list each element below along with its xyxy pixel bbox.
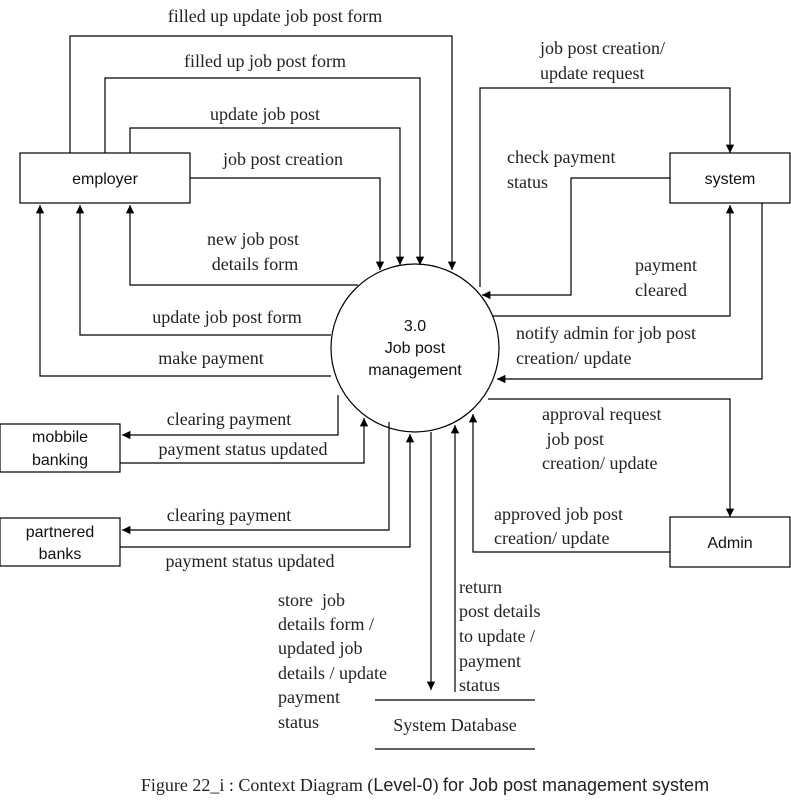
label-creation-update-request-2: update request xyxy=(540,63,644,83)
process-name-2: management xyxy=(368,362,462,379)
label-pb-status: payment status updated xyxy=(166,551,335,571)
label-job-post-creation: job post creation xyxy=(222,149,343,169)
label-approval-request-3: creation/ update xyxy=(542,453,657,473)
flow-pb-clearing xyxy=(122,422,390,535)
process-number: 3.0 xyxy=(404,318,426,335)
admin-label: Admin xyxy=(707,535,752,552)
employer-entity: employer xyxy=(19,152,191,204)
label-update-job-post: update job post xyxy=(210,104,320,124)
system-entity: system xyxy=(669,152,791,204)
process-name-1: Job post xyxy=(385,340,446,357)
flow-filled-update-form xyxy=(69,35,457,270)
label-return-4: payment xyxy=(459,651,521,671)
label-store-6: status xyxy=(278,712,319,732)
partnered-banks-label-2: banks xyxy=(39,546,82,563)
label-mb-status: payment status updated xyxy=(159,439,328,459)
label-return-5: status xyxy=(459,675,500,695)
label-return-1: return xyxy=(459,577,502,597)
admin-entity: Admin xyxy=(669,516,791,568)
label-payment-cleared-2: cleared xyxy=(635,280,687,300)
label-store-5: payment xyxy=(278,687,340,707)
label-approval-request-2: job post xyxy=(542,429,604,449)
label-store-4: details / update xyxy=(278,663,387,683)
caption-serif-part: Figure 22_i : Context Diagram ( xyxy=(141,775,373,796)
caption-close: ) xyxy=(432,775,443,796)
flow-notify-admin xyxy=(497,203,763,384)
label-approved-2: creation/ update xyxy=(494,528,609,548)
flow-payment-cleared xyxy=(493,205,735,317)
flow-filled-form xyxy=(104,77,425,265)
flow-new-details-form xyxy=(125,205,358,286)
flow-approval-request xyxy=(488,398,735,517)
label-approved-1: approved job post xyxy=(494,504,623,524)
label-payment-cleared-1: payment xyxy=(635,255,697,275)
figure-caption: Figure 22_i : Context Diagram (Level-0) … xyxy=(141,775,709,796)
label-pb-clearing: clearing payment xyxy=(167,505,291,525)
partnered-banks-label-1: partnered xyxy=(26,524,95,541)
label-check-payment-status-1: check payment xyxy=(507,147,615,167)
flow-approved xyxy=(468,414,670,553)
flow-update-form xyxy=(75,205,331,336)
label-return-3: to update / xyxy=(459,626,535,646)
label-make-payment: make payment xyxy=(158,348,263,368)
mobile-banking-label-1: mobbile xyxy=(32,429,88,446)
system-database-store: System Database xyxy=(375,699,535,750)
flow-job-post-creation xyxy=(190,177,385,270)
flow-creation-update-request xyxy=(479,87,735,287)
label-notify-admin-2: creation/ update xyxy=(516,348,631,368)
label-return-2: post details xyxy=(459,601,541,621)
caption-for-text: for Job post management system xyxy=(443,775,709,795)
label-new-details-form-2: details form xyxy=(212,254,298,274)
flow-make-payment xyxy=(35,205,331,377)
label-new-details-form-1: new job post xyxy=(207,229,299,249)
flow-update-job-post xyxy=(129,127,405,265)
partnered-banks-entity: partnered banks xyxy=(0,517,121,567)
caption-level: Level-0 xyxy=(373,775,432,795)
mobile-banking-entity: mobbile banking xyxy=(0,423,121,473)
flow-mb-status xyxy=(120,418,369,464)
label-check-payment-status-2: status xyxy=(507,172,548,192)
flow-check-payment-status xyxy=(482,177,670,300)
label-filled-form: filled up job post form xyxy=(184,51,346,71)
employer-label: employer xyxy=(72,171,138,188)
label-filled-update-form: filled up update job post form xyxy=(168,6,382,26)
label-notify-admin-1: notify admin for job post xyxy=(516,323,696,343)
label-store-3: updated job xyxy=(278,638,362,658)
label-approval-request-1: approval request xyxy=(542,404,661,424)
label-update-form: update job post form xyxy=(152,307,301,327)
label-store-1: store job xyxy=(278,590,345,610)
data-store-label: System Database xyxy=(393,715,516,735)
process-circle: 3.0 Job post management xyxy=(330,263,500,433)
flow-pb-status xyxy=(120,434,415,548)
system-label: system xyxy=(705,171,756,188)
mobile-banking-label-2: banking xyxy=(32,452,88,469)
label-store-2: details form / xyxy=(278,614,374,634)
label-creation-update-request-1: job post creation/ xyxy=(539,38,665,58)
label-mb-clearing: clearing payment xyxy=(167,409,291,429)
flow-mb-clearing xyxy=(122,395,339,440)
